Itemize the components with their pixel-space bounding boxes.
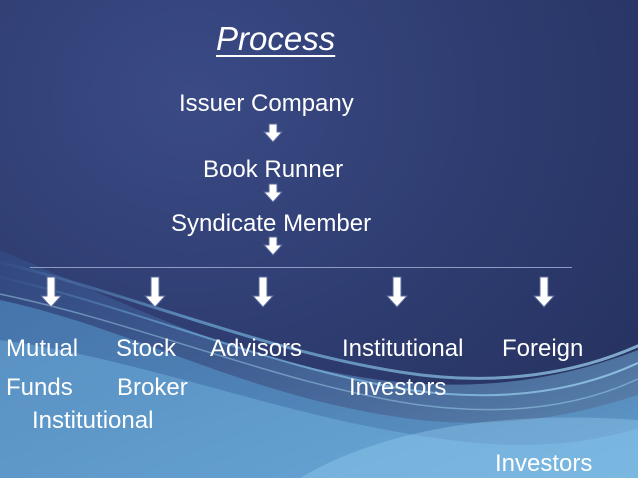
mutual-label: Mutual [6, 335, 79, 362]
advisors-label: Advisors [210, 335, 303, 362]
down-arrow-icon [386, 276, 408, 308]
down-arrow-icon [40, 276, 62, 308]
down-arrow-icon [252, 276, 274, 308]
down-arrow-icon [263, 183, 283, 203]
distribution-line [30, 267, 572, 268]
down-arrow-icon [263, 236, 283, 256]
foreign-label: Foreign [502, 335, 584, 362]
down-arrow-icon [533, 276, 555, 308]
institutional-label: Institutional [342, 335, 464, 362]
syndicate-member-label: Syndicate Member [171, 210, 372, 237]
investors-label-2: Investors [495, 450, 593, 477]
broker-label: Broker [117, 374, 188, 401]
down-arrow-icon [263, 123, 283, 143]
stock-label: Stock [116, 335, 177, 362]
investors-label: Investors [349, 374, 447, 401]
down-arrow-icon [144, 276, 166, 308]
slide-title: Process [216, 20, 336, 57]
funds-label: Funds [6, 374, 73, 401]
book-runner-label: Book Runner [203, 156, 344, 183]
issuer-company-label: Issuer Company [179, 90, 354, 117]
institutional-label-2: Institutional [32, 407, 154, 434]
